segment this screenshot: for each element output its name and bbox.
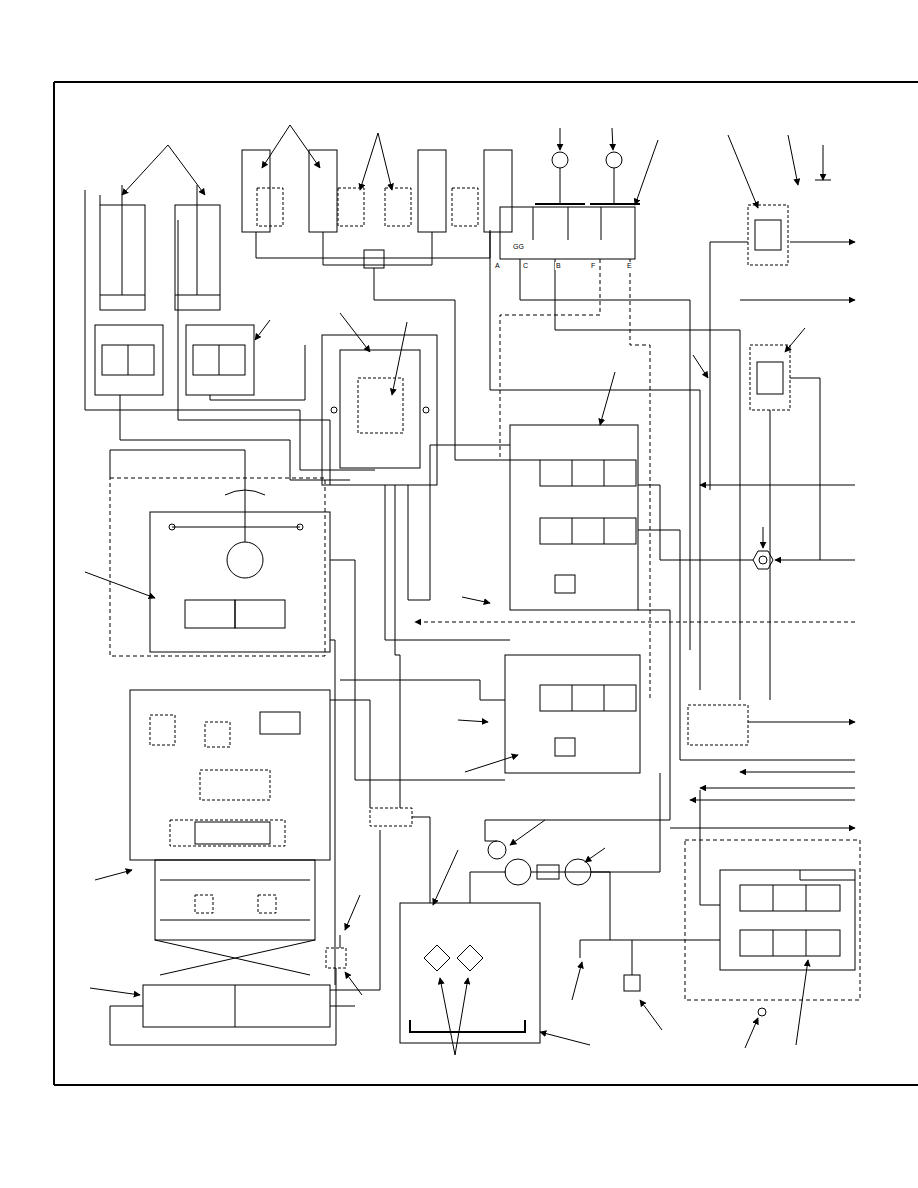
port-letter: B — [555, 262, 562, 270]
joystick-valve — [500, 128, 658, 259]
cylinders-top — [242, 125, 512, 268]
port-letter: E — [626, 262, 633, 270]
port-letter: C — [522, 262, 529, 270]
main-cylinder — [90, 985, 355, 1027]
tank-pumps — [326, 808, 662, 1055]
middle-valve-block — [322, 313, 437, 485]
port-arrows — [415, 242, 855, 828]
control-block — [95, 690, 330, 975]
spool-valves — [458, 372, 640, 773]
rotary-actuator — [85, 465, 330, 656]
port-letter: A — [494, 262, 501, 270]
page-frame — [54, 82, 918, 1085]
directional-valve — [685, 840, 860, 1048]
cylinders-left — [95, 145, 270, 395]
port-letter: F — [590, 262, 596, 270]
right-valves — [688, 135, 831, 745]
hydraulic-lines — [85, 190, 855, 1045]
port-letter: GG — [512, 243, 525, 251]
